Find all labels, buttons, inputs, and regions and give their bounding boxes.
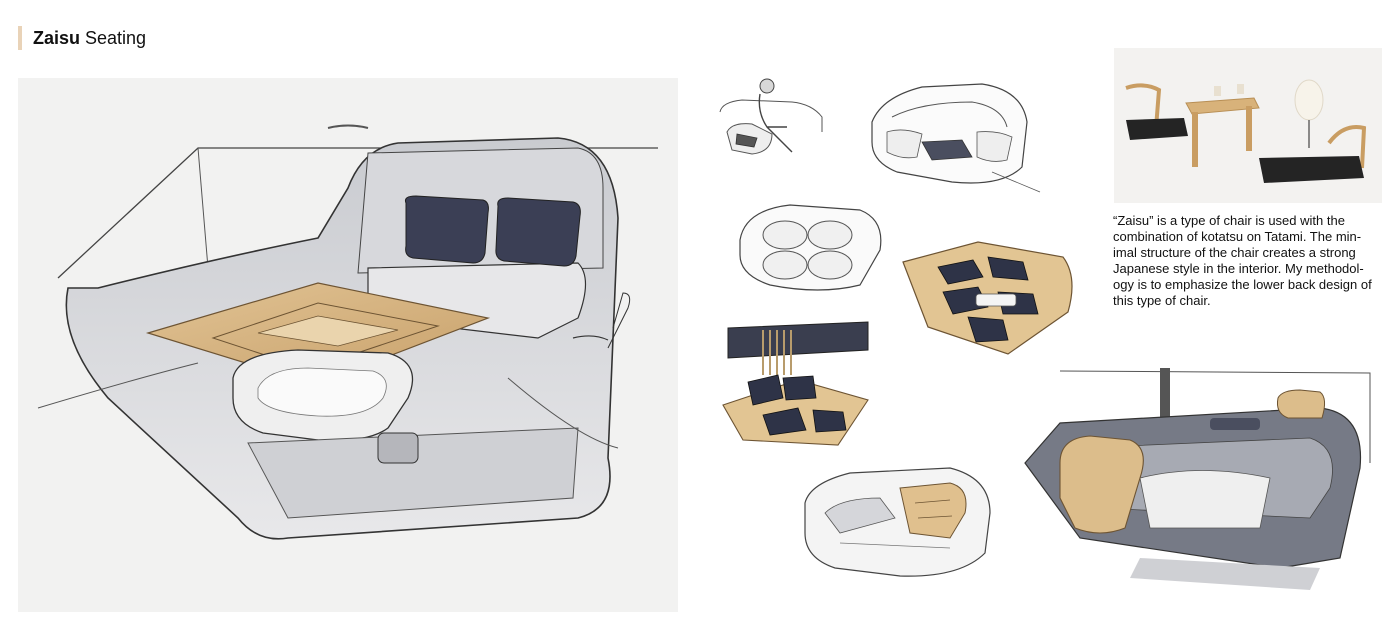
main-interior-sketch	[18, 78, 678, 612]
sketch-pods-drawing	[739, 204, 882, 291]
sketch-person-seated	[712, 72, 832, 172]
zaisu-photo-drawing	[1114, 48, 1382, 203]
sketch-large-grey-interior	[1020, 368, 1378, 594]
sketch-wood-seat-drawing	[804, 467, 991, 577]
sketch-large-grey-drawing	[1024, 368, 1371, 590]
sketch-lounge-seating	[862, 72, 1047, 202]
page-title: Zaisu Seating	[33, 27, 146, 49]
sketch-seat-pods	[730, 190, 890, 300]
zaisu-chair-photo	[1114, 48, 1382, 203]
page-title-rest: Seating	[80, 28, 147, 48]
sketch-person-drawing	[719, 78, 823, 155]
sketch-lounge-drawing	[871, 83, 1041, 193]
sketch-wood-cushions	[898, 232, 1080, 362]
sketch-wood-seat-interior	[800, 458, 1000, 586]
sketch-cabin-drawing	[722, 321, 869, 446]
sketch-wood-drawing	[902, 241, 1073, 355]
page-title-bold: Zaisu	[33, 28, 81, 48]
main-sketch-drawing	[37, 124, 658, 540]
sketch-cabin-curtain	[718, 320, 883, 455]
title-accent-bar	[18, 26, 22, 50]
zaisu-description: “Zaisu” is a type of chair is used with …	[1113, 213, 1372, 308]
